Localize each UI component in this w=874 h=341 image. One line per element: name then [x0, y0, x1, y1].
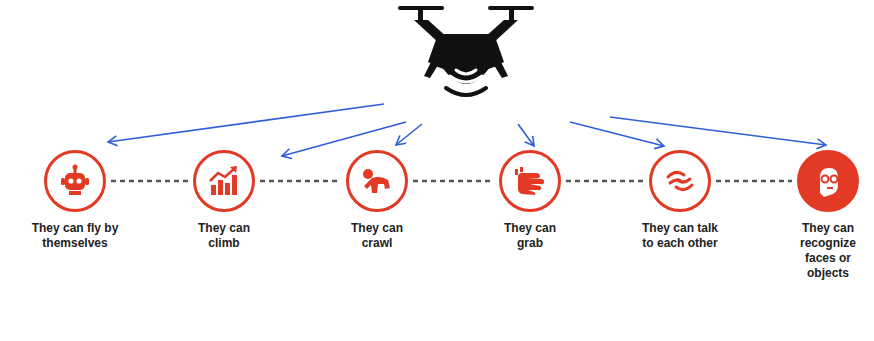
- dashed-connector: [413, 180, 494, 183]
- icon-circle: [499, 150, 561, 212]
- drone-icon: [398, 6, 534, 84]
- capability-label: They can climb: [188, 221, 260, 251]
- icon-circle: [193, 150, 255, 212]
- icon-circle: [346, 150, 408, 212]
- capability-label: They can grab: [494, 221, 566, 251]
- capability-node: They can recognize faces or objects: [792, 150, 864, 281]
- dashed-connector: [111, 180, 188, 183]
- signal-arcs: [450, 70, 482, 82]
- dashed-connector: [716, 180, 792, 183]
- capability-label: They can talk to each other: [636, 221, 724, 251]
- capability-label: They can crawl: [341, 221, 413, 251]
- capability-node: They can talk to each other: [636, 150, 724, 251]
- pointer-arrows: [108, 104, 826, 156]
- icon-circle: [649, 150, 711, 212]
- capability-node: They can fly by themselves: [28, 150, 122, 251]
- signal-arcs-outer: [446, 88, 486, 95]
- capability-icon: [512, 163, 548, 199]
- capability-label: They can recognize faces or objects: [792, 221, 864, 281]
- icon-circle: [797, 150, 859, 212]
- capability-node: They can crawl: [341, 150, 413, 251]
- dashed-connector: [260, 180, 341, 183]
- capability-label: They can fly by themselves: [28, 221, 122, 251]
- icon-circle: [44, 150, 106, 212]
- capability-icon: [206, 163, 242, 199]
- capability-node: They can grab: [494, 150, 566, 251]
- capability-icon: [662, 163, 698, 199]
- capability-icon: [810, 163, 846, 199]
- dashed-connector: [566, 180, 644, 183]
- capability-icon: [359, 163, 395, 199]
- capability-icon: [57, 163, 93, 199]
- capability-node: They can climb: [188, 150, 260, 251]
